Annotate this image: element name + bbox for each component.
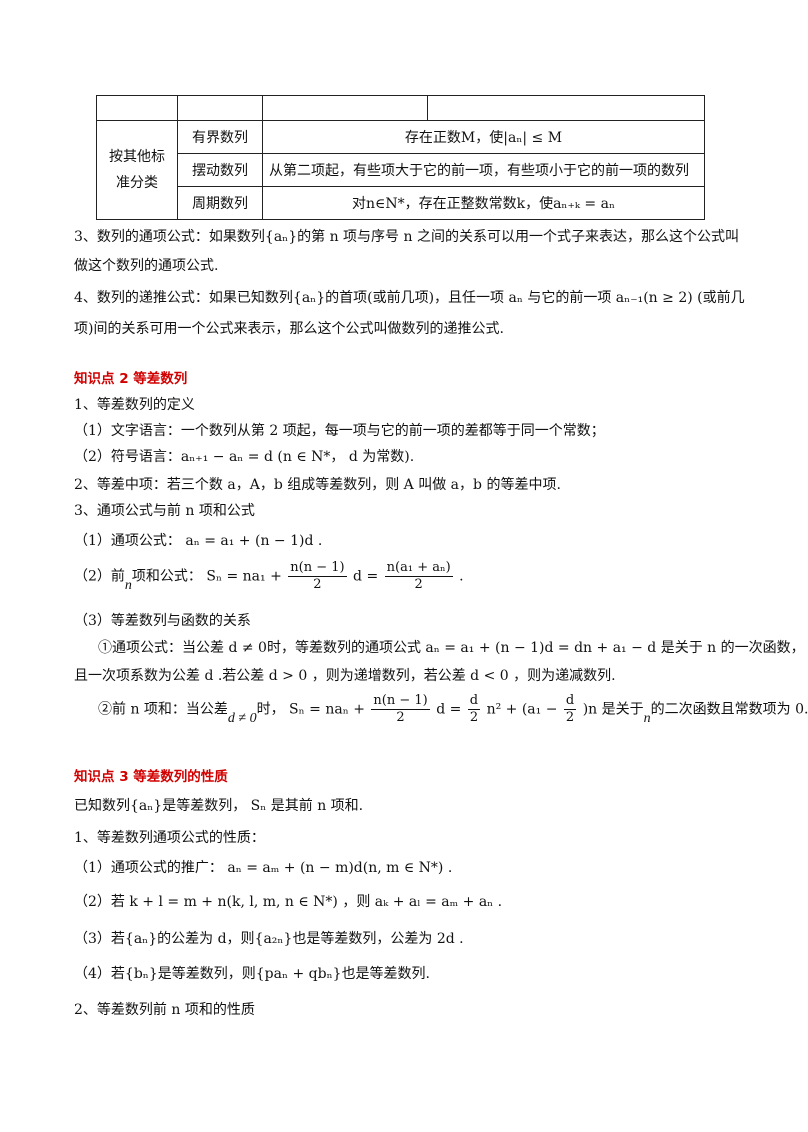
general-term-function: ①通项公式：当公差 d ≠ 0时，等差数列的通项公式 aₙ = a₁ + (n …: [98, 640, 805, 656]
fraction: n(a₁ + aₙ)2: [384, 560, 453, 592]
sum-properties-title: 2、等差数列前 n 项和的性质: [74, 1002, 255, 1018]
category-cell: 按其他标准分类: [96, 120, 178, 220]
paragraph-4-line-1: 4、数列的递推公式：如果已知数列{aₙ}的首项(或前几项)，且任一项 aₙ 与它…: [74, 290, 745, 306]
paragraph-4-line-2: 项)间的关系可用一个公式来表示，那么这个公式叫做数列的递推公式.: [74, 321, 504, 337]
table-row: [96, 95, 705, 121]
term-properties-title: 1、等差数列通项公式的性质：: [74, 830, 265, 846]
section-3-intro: 已知数列{aₙ}是等差数列， Sₙ 是其前 n 项和.: [74, 798, 364, 814]
section-heading-2: 知识点 2 等差数列: [74, 371, 188, 387]
property-2: （2）若 k + l = m + n(k, l, m, n ∈ N*) ，则 a…: [74, 894, 503, 910]
section-heading-3: 知识点 3 等差数列的性质: [74, 769, 228, 785]
property-4: （4）若{bₙ}是等差数列，则{paₙ + qbₙ}也是等差数列.: [74, 966, 430, 982]
row-desc: 存在正数M，使|aₙ| ≤ M: [262, 120, 705, 154]
classification-table: 按其他标准分类 有界数列 存在正数M，使|aₙ| ≤ M 摆动数列 从第二项起，…: [96, 95, 705, 220]
monotonic-note: 且一次项系数为公差 d .若公差 d > 0 ，则为递增数列，若公差 d < 0…: [74, 668, 616, 684]
row-name: 有界数列: [177, 120, 263, 154]
paragraph-3-line-1: 3、数列的通项公式：如果数列{aₙ}的第 n 项与序号 n 之间的关系可以用一个…: [74, 229, 739, 245]
text-language: （1）文字语言：一个数列从第 2 项起，每一项与它的前一项的差都等于同一个常数；: [74, 423, 605, 439]
sum-function: ②前 n 项和：当公差d ≠ 0时， Sₙ = naₙ + n(n − 1)2 …: [98, 693, 808, 726]
row-name: 周期数列: [177, 186, 263, 220]
symbol-language: （2）符号语言：aₙ₊₁ − aₙ = d (n ∈ N*， d 为常数).: [74, 449, 415, 465]
definition-title: 1、等差数列的定义: [74, 397, 195, 413]
general-term-formula: （1）通项公式： aₙ = a₁ + (n − 1)d .: [74, 533, 323, 549]
formula-title: 3、通项公式与前 n 项和公式: [74, 503, 255, 519]
property-1: （1）通项公式的推广： aₙ = aₘ + (n − m)d(n, m ∈ N*…: [74, 860, 453, 876]
row-name: 摆动数列: [177, 153, 263, 187]
arithmetic-mean: 2、等差中项：若三个数 a，A，b 组成等差数列，则 A 叫做 a，b 的等差中…: [74, 477, 561, 493]
table-row: 周期数列 对n∈N*，存在正整数常数k，使aₙ₊ₖ = aₙ: [97, 186, 705, 220]
row-desc: 从第二项起，有些项大于它的前一项，有些项小于它的前一项的数列: [262, 153, 705, 187]
fraction: n(n − 1)2: [288, 560, 347, 592]
paragraph-3-line-2: 做这个数列的通项公式.: [74, 258, 219, 274]
sum-formula: （2）前n项和公式： Sₙ = na₁ + n(n − 1)2 d = n(a₁…: [74, 560, 464, 593]
table-row: 摆动数列 从第二项起，有些项大于它的前一项，有些项小于它的前一项的数列: [97, 153, 705, 187]
table-row: 按其他标准分类 有界数列 存在正数M，使|aₙ| ≤ M: [96, 120, 705, 220]
function-relation-title: （3）等差数列与函数的关系: [74, 613, 251, 629]
row-desc: 对n∈N*，存在正整数常数k，使aₙ₊ₖ = aₙ: [262, 186, 705, 220]
fraction: n(n − 1)2: [371, 693, 430, 725]
property-3: （3）若{aₙ}的公差为 d，则{a₂ₙ}也是等差数列，公差为 2d .: [74, 931, 464, 947]
